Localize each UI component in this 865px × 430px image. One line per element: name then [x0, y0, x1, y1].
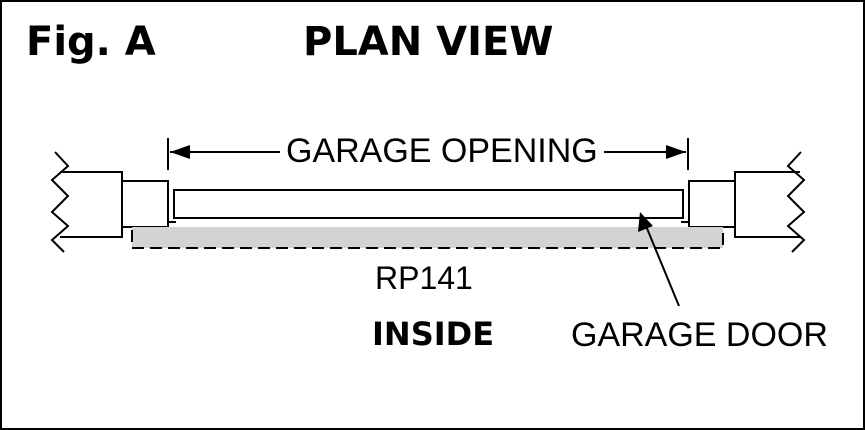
left-wall	[60, 171, 123, 238]
garage-opening-label: GARAGE OPENING	[280, 134, 604, 168]
door-leader-arrowhead	[638, 212, 653, 232]
rp141-seal-fill	[132, 227, 723, 248]
door-leader-line	[645, 225, 680, 307]
view-title: PLAN VIEW	[303, 19, 554, 65]
left-jamb	[121, 180, 169, 228]
garage-door-label: GARAGE DOOR	[571, 316, 828, 354]
opening-arrowhead-right	[666, 145, 686, 159]
opening-arrowhead-left	[170, 145, 190, 159]
garage-door-panel	[173, 189, 684, 219]
right-wall-break-line	[786, 151, 806, 253]
rp141-seal-outline	[131, 230, 724, 249]
right-jamb	[688, 180, 736, 228]
part-number-label: RP141	[375, 260, 473, 296]
inside-label: INSIDE	[372, 315, 495, 353]
figure-label: Fig. A	[26, 19, 156, 65]
left-wall-break-line	[50, 151, 70, 253]
